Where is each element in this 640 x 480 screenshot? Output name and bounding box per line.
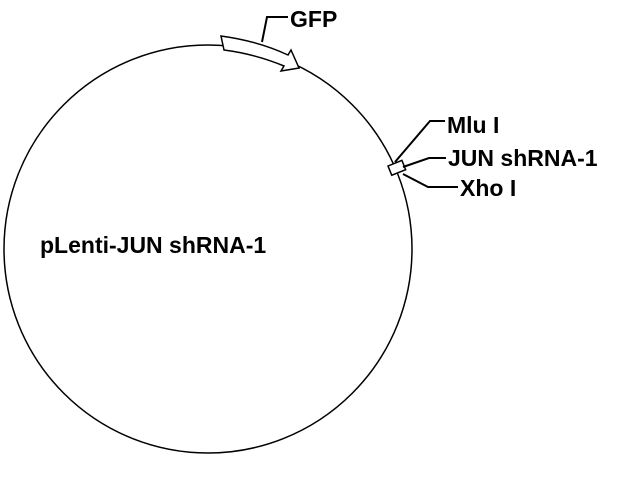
shrna-callout-line	[402, 157, 446, 168]
gfp-feature-arrow	[220, 35, 301, 73]
gfp-callout-line	[261, 16, 288, 43]
shrna-label: JUN shRNA-1	[448, 145, 598, 171]
mlu1-label: Mlu I	[447, 112, 499, 138]
xho1-callout-line	[402, 173, 458, 188]
xho1-label: Xho I	[460, 175, 516, 201]
gfp-label: GFP	[290, 6, 337, 32]
plasmid-name: pLenti-JUN shRNA-1	[40, 232, 266, 258]
mlu1-callout-line	[394, 120, 445, 163]
shrna-insert-box	[387, 159, 407, 177]
plasmid-backbone	[3, 44, 413, 454]
